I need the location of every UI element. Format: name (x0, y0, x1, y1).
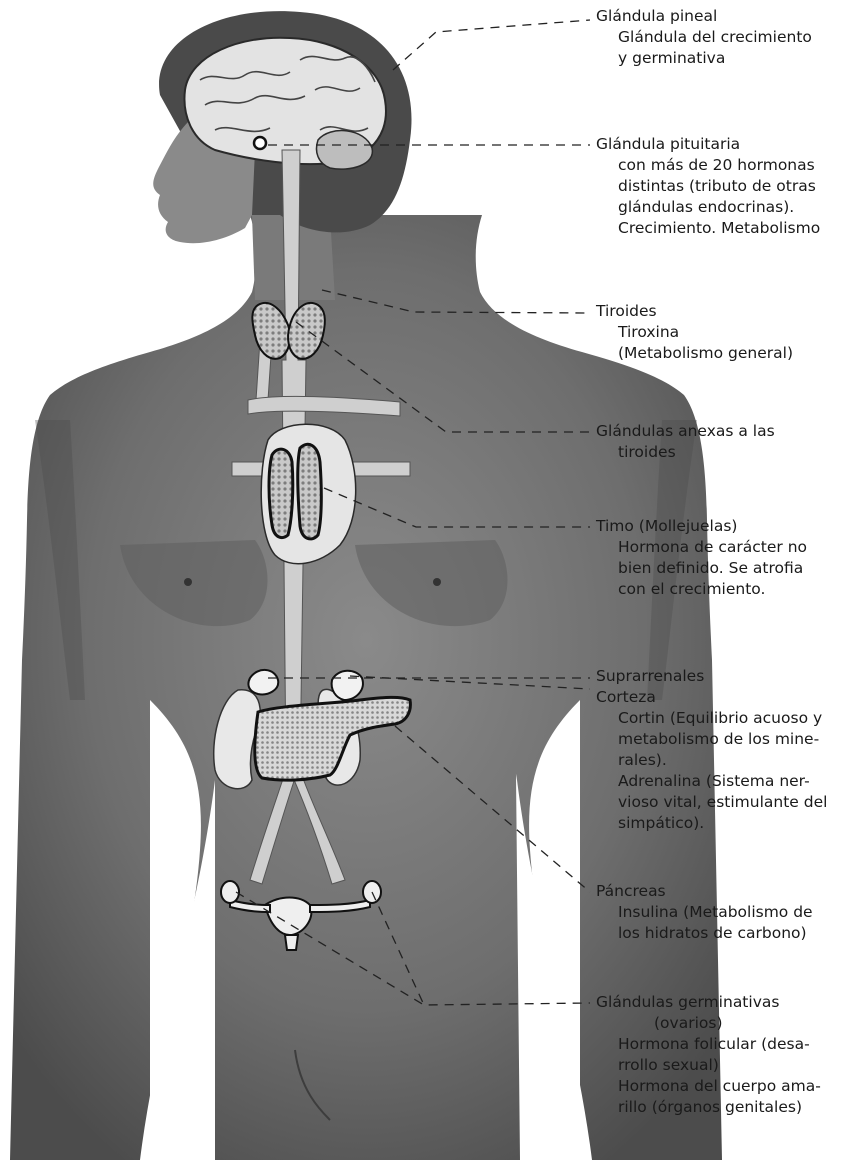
label-pancreas: Páncreas Insulina (Metabolismo de los hi… (596, 881, 813, 944)
label-germinativas-line-3: Hormona del cuerpo ama- (596, 1076, 821, 1097)
label-pineal-title: Glándula pineal (596, 6, 812, 27)
label-tiroides: Tiroides Tiroxina (Metabolismo general) (596, 301, 793, 364)
label-pituitaria-line-3: glándulas endocrinas). (596, 197, 820, 218)
label-pineal-line-2: y germinativa (596, 48, 812, 69)
label-suprarrenales-line-1: Cortin (Equilibrio acuoso y (596, 708, 827, 729)
label-timo-line-2: bien definido. Se atrofia (596, 558, 807, 579)
label-germinativas-subtitle: (ovarios) (596, 1013, 821, 1034)
label-pineal-line-1: Glándula del crecimiento (596, 27, 812, 48)
label-suprarrenales-title: Suprarrenales (596, 666, 827, 687)
label-pituitaria-line-2: distintas (tributo de otras (596, 176, 820, 197)
label-germinativas-line-4: rillo (órganos genitales) (596, 1097, 821, 1118)
label-suprarrenales: Suprarrenales Corteza Cortin (Equilibrio… (596, 666, 827, 834)
label-pituitaria-line-4: Crecimiento. Metabolismo (596, 218, 820, 239)
label-anexas-title: Glándulas anexas a las (596, 421, 775, 442)
label-pancreas-line-1: Insulina (Metabolismo de (596, 902, 813, 923)
label-timo-line-3: con el crecimiento. (596, 579, 807, 600)
label-tiroides-line-2: (Metabolismo general) (596, 343, 793, 364)
label-pineal: Glándula pineal Glándula del crecimiento… (596, 6, 812, 69)
label-tiroides-line-1: Tiroxina (596, 322, 793, 343)
label-suprarrenales-line-5: vioso vital, estimulante del (596, 792, 827, 813)
label-suprarrenales-line-3: rales). (596, 750, 827, 771)
label-anexas-line-1: tiroides (596, 442, 775, 463)
label-pancreas-title: Páncreas (596, 881, 813, 902)
label-suprarrenales-line-2: metabolismo de los mine- (596, 729, 827, 750)
label-germinativas-line-1: Hormona folicular (desa- (596, 1034, 821, 1055)
label-anexas: Glándulas anexas a las tiroides (596, 421, 775, 463)
label-timo: Timo (Mollejuelas) Hormona de carácter n… (596, 516, 807, 600)
leader-pineal (393, 20, 590, 70)
label-timo-line-1: Hormona de carácter no (596, 537, 807, 558)
label-pituitaria: Glándula pituitaria con más de 20 hormon… (596, 134, 820, 239)
label-germinativas-line-2: rrollo sexual) (596, 1055, 821, 1076)
head (153, 11, 411, 243)
label-pituitaria-line-1: con más de 20 hormonas (596, 155, 820, 176)
label-pituitaria-title: Glándula pituitaria (596, 134, 820, 155)
label-suprarrenales-line-4: Adrenalina (Sistema ner- (596, 771, 827, 792)
label-suprarrenales-subtitle: Corteza (596, 687, 827, 708)
label-suprarrenales-line-6: simpático). (596, 813, 827, 834)
label-germinativas: Glándulas germinativas (ovarios) Hormona… (596, 992, 821, 1118)
label-pancreas-line-2: los hidratos de carbono) (596, 923, 813, 944)
label-germinativas-title: Glándulas germinativas (596, 992, 821, 1013)
label-timo-title: Timo (Mollejuelas) (596, 516, 807, 537)
label-tiroides-title: Tiroides (596, 301, 793, 322)
